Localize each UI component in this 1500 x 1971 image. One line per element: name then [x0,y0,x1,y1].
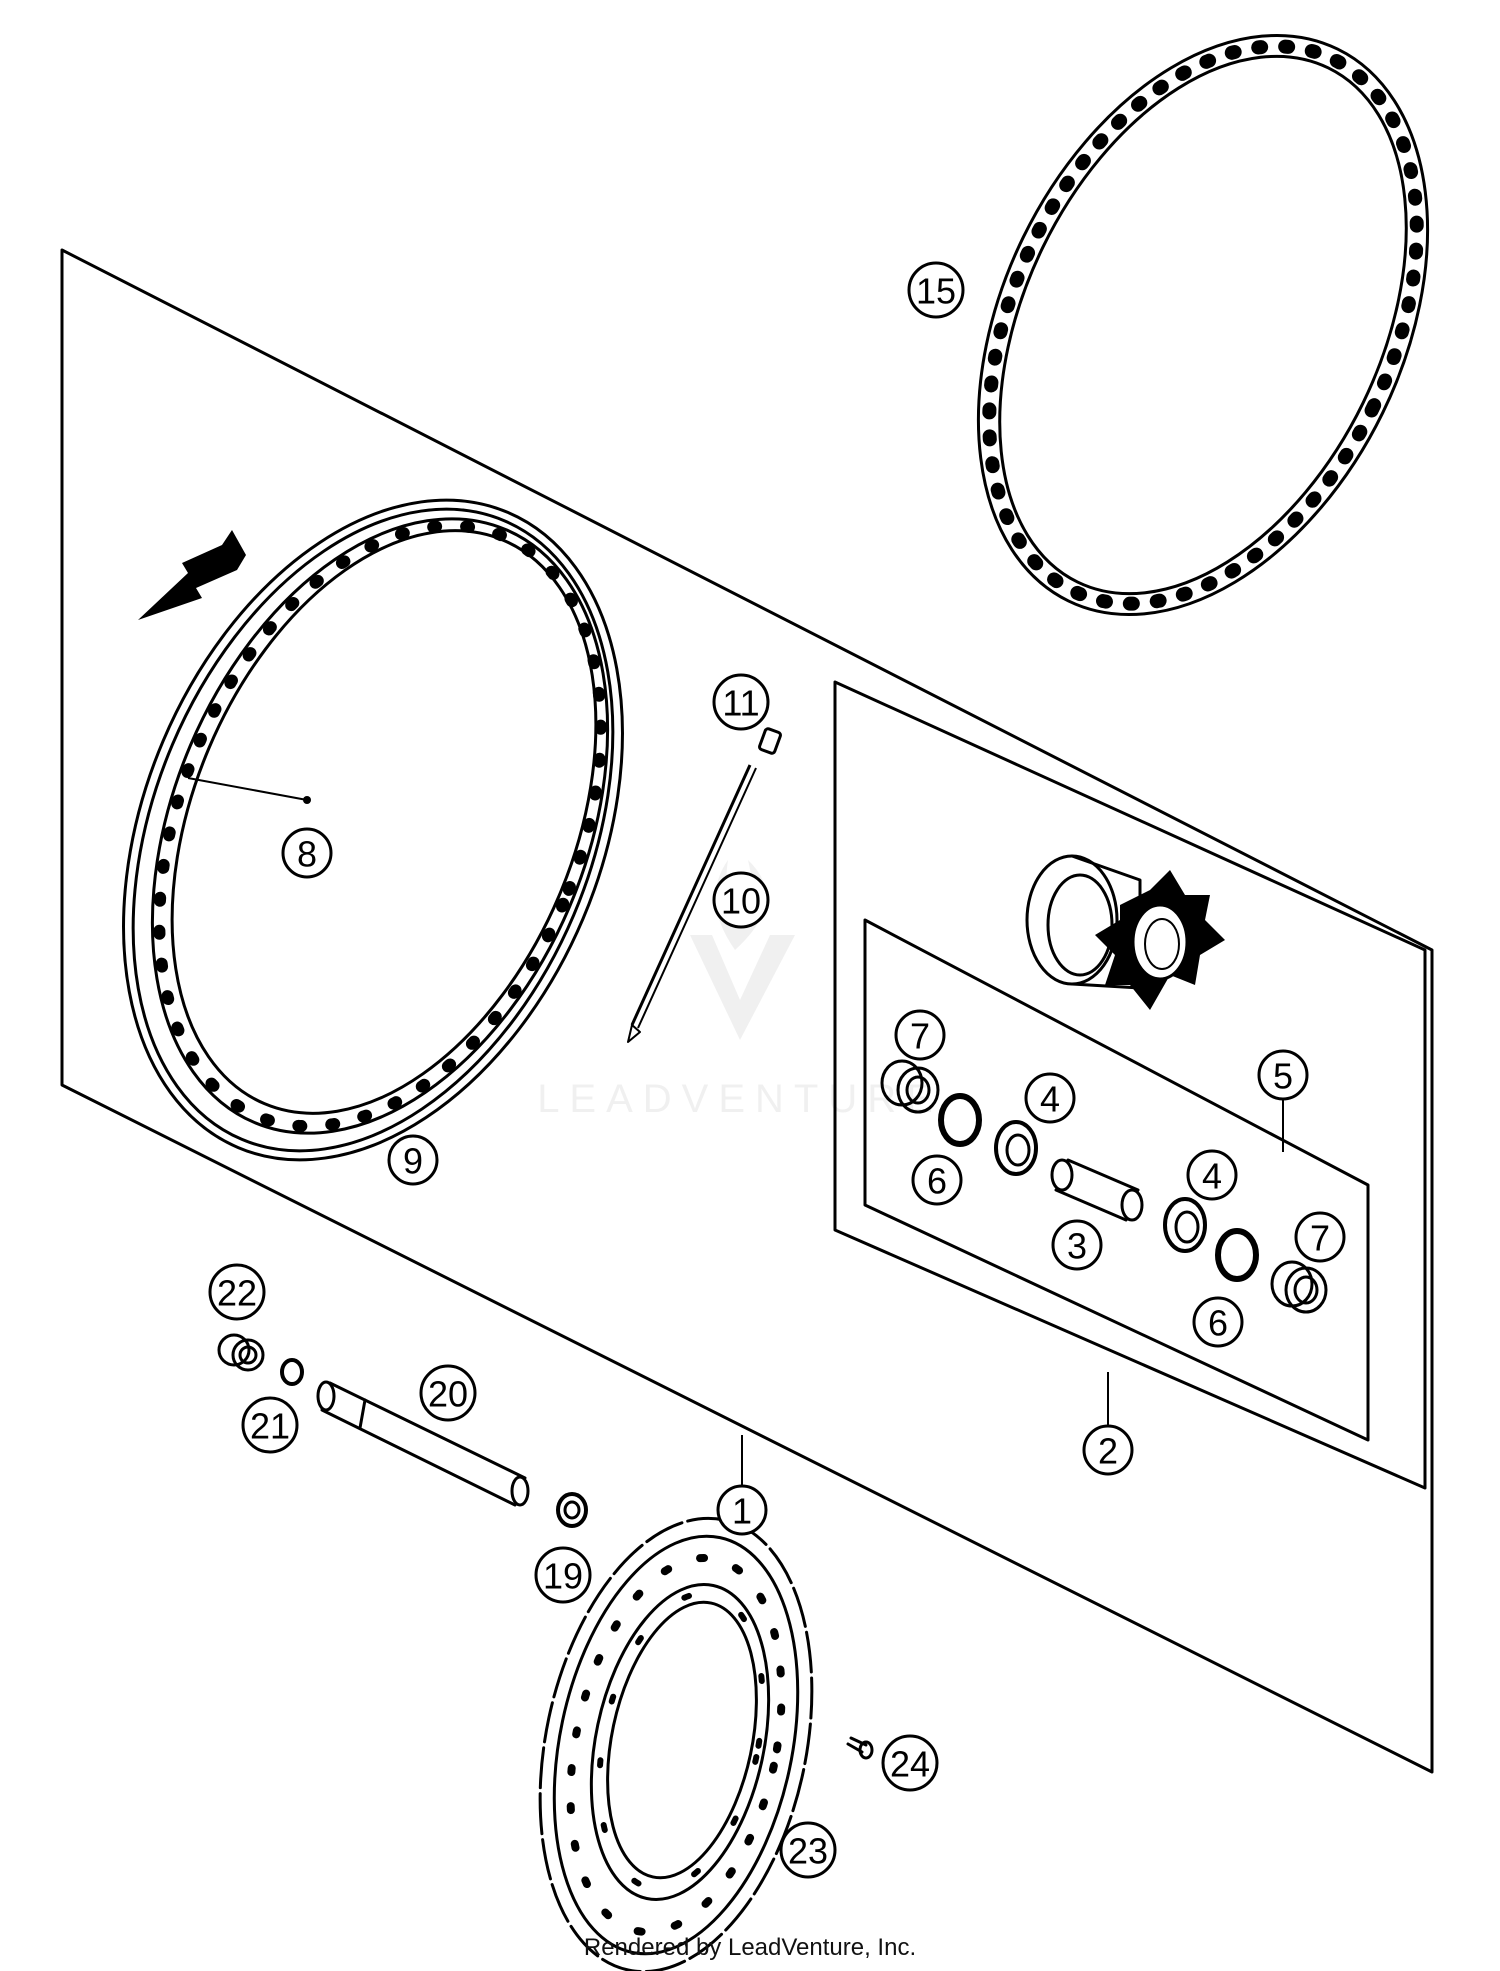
svg-text:9: 9 [403,1141,423,1182]
watermark-text: LEADVENTURE [537,1077,943,1121]
callout-7a: 7 [894,1009,946,1061]
callout-6a: 6 [911,1154,963,1206]
ring-part-21 [280,1358,304,1386]
svg-text:6: 6 [927,1161,947,1202]
svg-text:8: 8 [297,834,317,875]
svg-text:20: 20 [428,1374,468,1415]
callout-3: 3 [1051,1219,1103,1271]
brake-disc-part [538,1516,814,1971]
nipple-part [758,727,782,755]
svg-text:10: 10 [721,881,761,922]
rotation-arrow-icon [138,530,246,620]
callout-4b: 4 [1186,1149,1238,1201]
callout-21: 21 [241,1396,299,1454]
callout-1: 1 [716,1484,768,1536]
spacer-part-right [1270,1260,1328,1314]
svg-text:6: 6 [1208,1303,1228,1344]
screw-part [846,1736,874,1760]
leader-line-8 [187,777,308,801]
svg-text:5: 5 [1273,1056,1293,1097]
callout-8: 8 [281,827,333,879]
leader-dot-8 [303,796,311,804]
svg-text:19: 19 [543,1556,583,1597]
svg-text:15: 15 [916,271,956,312]
spoke-ring-part [976,33,1430,617]
svg-text:24: 24 [890,1744,930,1785]
bearing-part-right [1163,1197,1207,1253]
svg-text:22: 22 [217,1273,257,1314]
callout-10: 10 [712,871,770,929]
callout-20: 20 [419,1364,477,1422]
svg-text:4: 4 [1202,1156,1222,1197]
bearing-part-left [994,1120,1038,1176]
spacer-part-left [880,1059,940,1114]
callout-15: 15 [907,261,965,319]
svg-text:7: 7 [910,1016,930,1057]
callout-7b: 7 [1294,1211,1346,1263]
seal-part-right [1215,1228,1259,1282]
svg-text:11: 11 [722,683,759,724]
svg-text:23: 23 [788,1831,828,1872]
hub-part [1025,854,1225,1010]
bearing-kit-panel [863,918,1370,1442]
svg-text:1: 1 [732,1491,752,1532]
spacer-part-22 [217,1333,265,1372]
callout-22: 22 [208,1263,266,1321]
callout-9: 9 [387,1134,439,1186]
svg-text:3: 3 [1067,1226,1087,1267]
axle-part [316,1380,530,1507]
callout-19: 19 [534,1546,592,1604]
spoke-part [627,764,757,1043]
svg-text:21: 21 [250,1406,290,1447]
callout-24: 24 [881,1734,939,1792]
callout-6b: 6 [1192,1296,1244,1348]
svg-text:4: 4 [1040,1079,1060,1120]
watermark: LEADVENTURE [537,860,943,1121]
callout-5: 5 [1257,1049,1309,1101]
svg-text:7: 7 [1310,1218,1330,1259]
seal-part-left [938,1093,982,1147]
callout-2: 2 [1082,1424,1134,1476]
collar-part [556,1492,588,1528]
svg-text:2: 2 [1098,1431,1118,1472]
callout-11: 11 [712,673,770,731]
main-assembly-panel [60,248,1434,1774]
callout-4a: 4 [1024,1072,1076,1124]
distance-sleeve-part [1050,1158,1144,1222]
hub-assembly-panel [833,680,1427,1490]
callout-23: 23 [779,1821,837,1879]
rim-part [122,498,624,1162]
footer-credit: Rendered by LeadVenture, Inc. [583,1934,917,1961]
